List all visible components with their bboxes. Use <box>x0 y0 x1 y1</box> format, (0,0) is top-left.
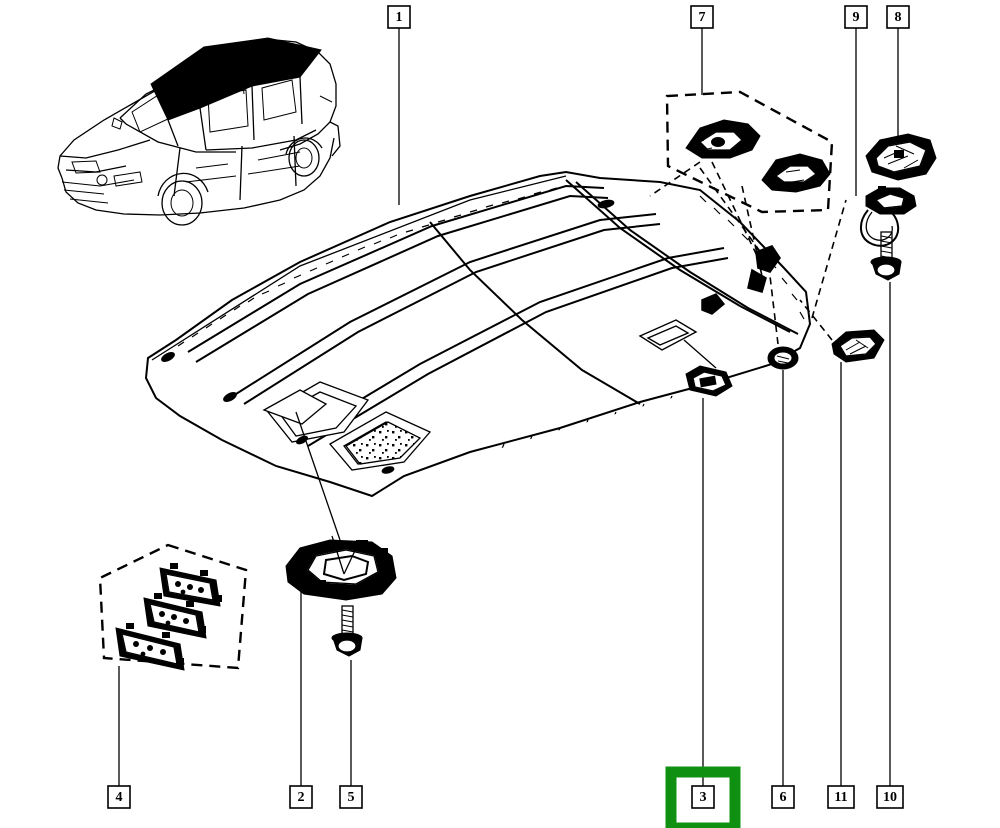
part-lamp-lens-c <box>115 623 185 671</box>
vehicle-illustration <box>57 37 341 226</box>
callout-3-label: 3 <box>700 790 707 805</box>
callout-9[interactable]: 9 <box>844 5 868 29</box>
callout-4[interactable]: 4 <box>107 785 131 809</box>
callout-1[interactable]: 1 <box>387 5 411 29</box>
part-front-lamp-console <box>285 535 397 601</box>
headliner-panel <box>144 170 812 498</box>
callout-11[interactable]: 11 <box>827 785 855 809</box>
part-headliner-retaining-clip <box>831 329 885 363</box>
highlight-box-callout-3 <box>665 766 741 828</box>
part-lamp-lens-a <box>159 563 222 607</box>
callout-2[interactable]: 2 <box>289 785 313 809</box>
callout-11-label: 11 <box>834 790 847 805</box>
part-rubber-grommet <box>767 346 799 370</box>
callout-6-label: 6 <box>780 790 787 805</box>
leader-visor-clips <box>649 161 773 277</box>
callout-1-label: 1 <box>396 10 403 25</box>
leader-lines <box>118 28 899 786</box>
callout-5-label: 5 <box>348 790 355 805</box>
group-box-sun-visor-clips <box>665 90 834 214</box>
callout-6[interactable]: 6 <box>771 785 795 809</box>
callout-4-label: 4 <box>116 790 123 805</box>
callout-7-label: 7 <box>699 10 706 25</box>
callout-7[interactable]: 7 <box>690 5 714 29</box>
callout-5[interactable]: 5 <box>339 785 363 809</box>
callout-3[interactable]: 3 <box>691 785 715 809</box>
callout-10-label: 10 <box>883 790 897 805</box>
callout-9-label: 9 <box>853 10 860 25</box>
callout-8[interactable]: 8 <box>886 5 910 29</box>
callout-8-label: 8 <box>895 10 902 25</box>
part-lamp-lens-b <box>143 593 207 639</box>
part-sun-visor-clip-left <box>685 119 761 159</box>
part-console-screw <box>331 605 363 657</box>
callout-10[interactable]: 10 <box>876 785 904 809</box>
part-coat-hook-cover-cap <box>865 133 937 181</box>
part-coat-hook-bracket <box>860 186 917 247</box>
part-coat-hook-screw <box>870 231 902 281</box>
callout-2-label: 2 <box>298 790 305 805</box>
part-sun-visor-clip-right <box>761 153 831 193</box>
part-rear-lamp-bezel <box>685 365 733 397</box>
